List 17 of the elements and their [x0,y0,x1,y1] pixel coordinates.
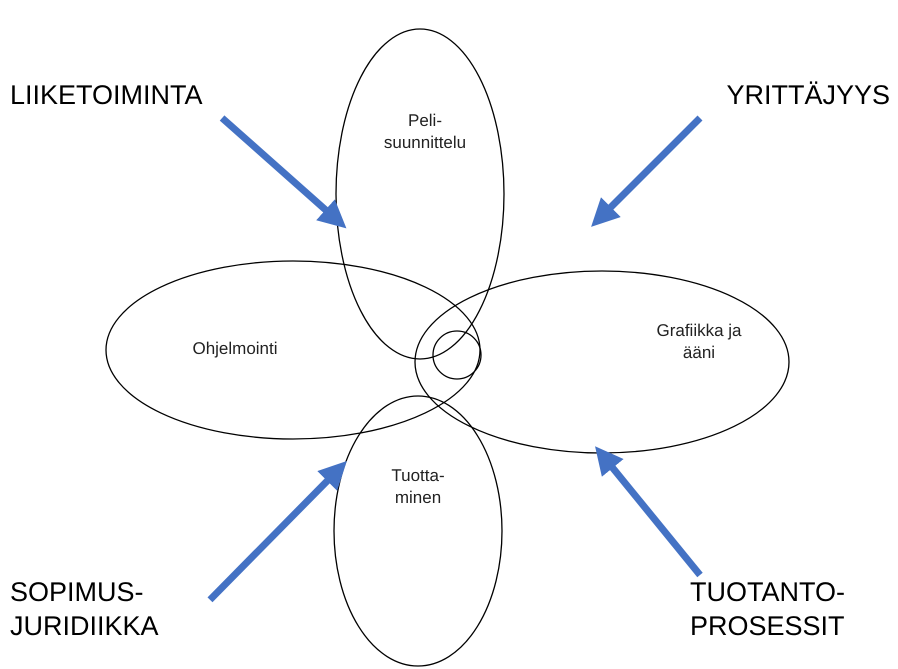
arrow [591,116,702,227]
center-circle [432,330,482,380]
area-label: Peli- suunnittelu [382,110,468,154]
ellipse [333,395,503,667]
arrow [595,446,703,578]
ellipse [414,270,790,454]
area-label: Ohjelmointi [191,338,279,360]
ellipse [335,28,505,360]
topic-label: YRITTÄJYYS [690,78,890,112]
arrow [220,115,346,228]
topic-label: SOPIMUS- JURIDIIKKA [10,575,210,643]
ellipse [105,260,481,440]
area-label: Grafiikka ja ääni [655,320,743,364]
topic-label: LIIKETOIMINTA [10,78,230,112]
arrow [208,461,347,602]
topic-label: TUOTANTO- PROSESSIT [690,575,890,643]
area-label: Tuotta- minen [390,465,446,509]
